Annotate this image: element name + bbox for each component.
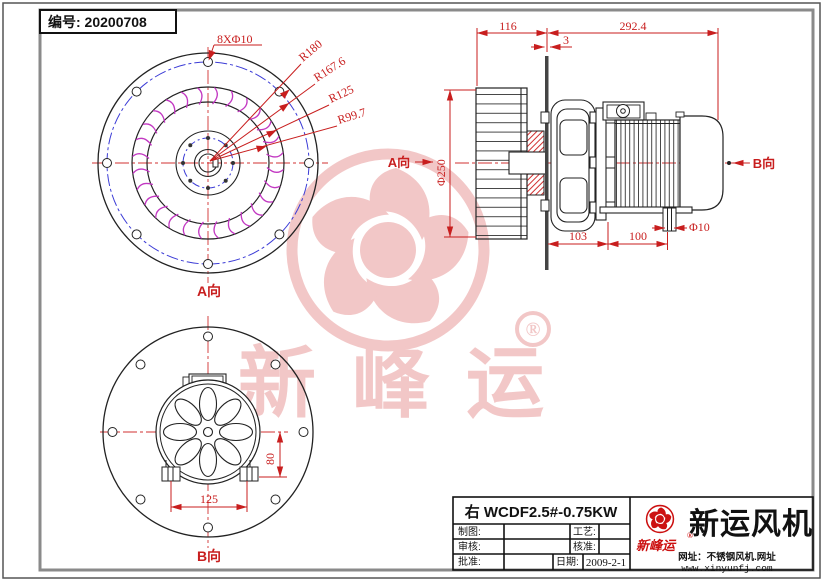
model-number: 右 WCDF2.5#-0.75KW: [465, 503, 618, 521]
hub-section-upper: [526, 130, 545, 153]
dim-r167: R167.6: [311, 54, 348, 85]
title-block-grid: [452, 496, 814, 571]
label-approved: 批准:: [458, 555, 481, 568]
motor-bracket: [550, 99, 600, 232]
flange-holes: [107, 331, 309, 533]
holes-leader-arrow: [208, 49, 216, 61]
bottom-view-caption: B向: [197, 548, 221, 564]
motor-foot: [662, 207, 677, 232]
company-logo-icon: [647, 506, 674, 533]
flange-holes: [102, 57, 314, 269]
plate-bolt-bottom: [540, 199, 550, 212]
bottom-dimensions: [170, 431, 287, 512]
doc-number-box: [39, 9, 177, 34]
label-drafted: 制图:: [458, 525, 481, 538]
company-tagline: 网址：不锈钢风机.网址: [678, 551, 776, 563]
view-b-label: B向: [753, 156, 775, 171]
motor-flange-bolts: [605, 111, 616, 214]
label-verified: 核准:: [573, 540, 596, 553]
svg-text:®: ®: [526, 319, 541, 341]
dim-8xphi10: 8XΦ10: [217, 32, 252, 46]
radius-leader-arrows: [256, 89, 290, 153]
dim-100: 100: [629, 229, 647, 243]
motor-endcap: [679, 115, 724, 211]
label-date: 日期:: [556, 556, 579, 568]
motor-fins: [614, 119, 681, 209]
dim-125: 125: [200, 492, 218, 506]
doc-number: 编号: 20200708: [48, 14, 147, 30]
front-view-caption: A向: [197, 283, 221, 299]
fan-cover-inner: [159, 383, 257, 481]
label-process: 工艺:: [573, 526, 596, 538]
dim-103: 103: [569, 229, 587, 243]
centerline-dot: [727, 161, 731, 165]
dim-10: Φ10: [689, 220, 710, 234]
conduit-circle-inner: [620, 108, 626, 114]
logo-registered-mark: ®: [687, 531, 693, 540]
motor-flange: [595, 107, 607, 221]
hub-bolt-holes: [181, 136, 235, 190]
dim-80: 80: [263, 453, 277, 465]
watermark-registered-icon: ®: [515, 311, 551, 347]
dim-r180: R180: [296, 37, 325, 64]
title-block: 右 WCDF2.5#-0.75KW 制图: 工艺: 审核: 核准: 批准: 日期…: [452, 496, 814, 574]
hub-section-lower: [526, 173, 545, 196]
dim-r125: R125: [326, 82, 355, 106]
side-dimensions: [415, 28, 749, 250]
watermark-pinwheel-logo-icon: [292, 154, 484, 346]
date-value: 2009-2-1: [586, 557, 626, 569]
impeller-inner-circle: [146, 101, 270, 225]
impeller-outer-circle: [131, 86, 285, 240]
cover-center-hole: [202, 426, 214, 438]
motor-base: [599, 206, 693, 214]
dim-r99: R99.7: [336, 105, 368, 127]
flange-outer-circle: [97, 52, 319, 274]
logo-script-text: 新峰运: [636, 538, 677, 553]
endcap-tab: [675, 111, 685, 118]
bottom-view: 125 80 B向: [100, 316, 314, 564]
mounting-plate: [545, 56, 549, 270]
view-a-label: A向: [388, 155, 410, 170]
dim-116: 116: [499, 19, 517, 33]
side-view: 116 292.4 3 Φ250 103 100 Φ10 A向 B向: [388, 19, 775, 270]
flange-circle: [102, 326, 314, 538]
label-checked: 审核:: [458, 540, 481, 553]
dim-250: Φ250: [434, 159, 448, 186]
watermark: ® 新峰运: [238, 154, 580, 427]
company-name: 新运风机: [689, 508, 813, 541]
front-centerlines: [92, 47, 328, 283]
shaft: [508, 151, 548, 175]
hub-circle: [175, 130, 241, 196]
front-view: R180 R167.6 R125 R99.7 8XΦ10 A向: [92, 32, 368, 299]
dim-3: 3: [563, 33, 569, 47]
lifting-lug: [645, 112, 657, 121]
watermark-brand-text: 新峰运: [238, 340, 580, 427]
dim-292: 292.4: [620, 19, 647, 33]
shaft-boss-circle: [193, 148, 223, 178]
company-website: www.xinyunfj.com: [681, 563, 773, 574]
plate-bolt-top: [540, 111, 550, 124]
conduit-circle: [616, 104, 630, 118]
